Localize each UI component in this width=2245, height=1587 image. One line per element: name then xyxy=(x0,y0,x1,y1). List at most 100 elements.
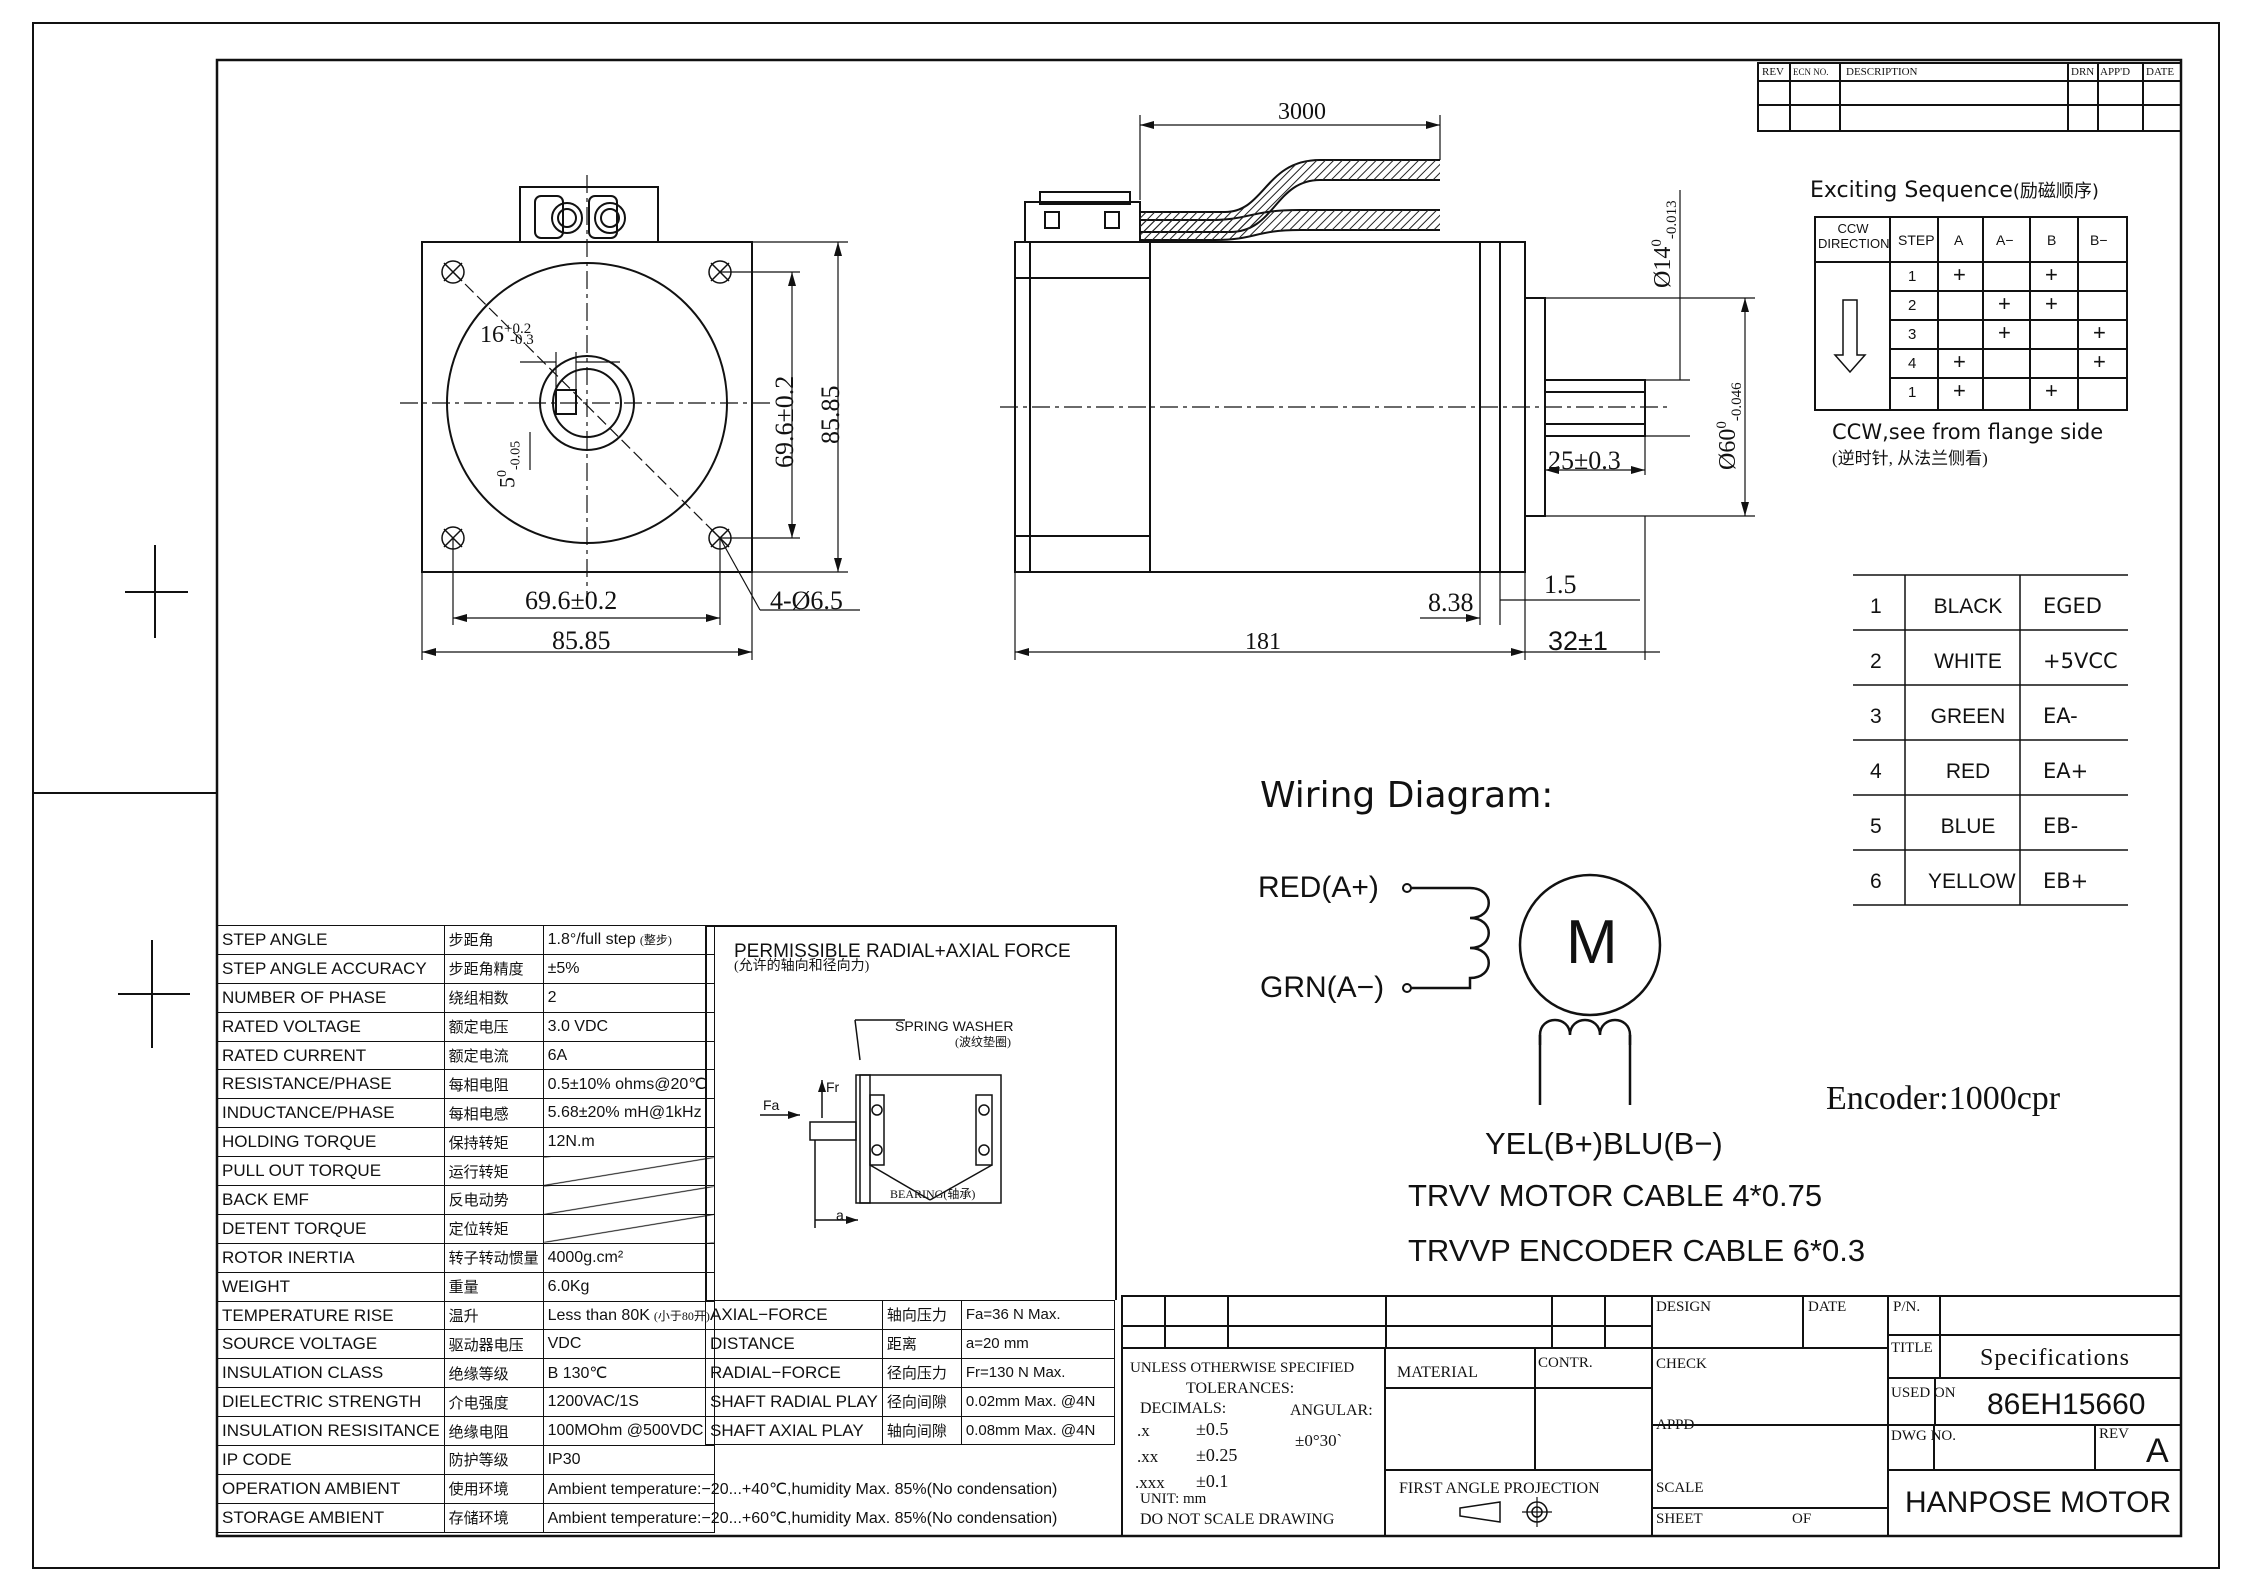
ccw-note: CCW,see from flange side xyxy=(1832,420,2104,444)
spec-value-text: 6.0Kg xyxy=(547,1277,590,1295)
spec-value: 100MOhm @500VDC xyxy=(542,1416,715,1447)
rev-header: REV xyxy=(1762,66,1784,78)
dim-pilot-diameter: Ø600-0.046 xyxy=(1714,382,1745,470)
spec-name-cn: 使用环境 xyxy=(443,1473,544,1504)
force-name: SHAFT AXIAL PLAY xyxy=(705,1415,883,1446)
dim-shaft-length: 32±1 xyxy=(1548,626,1608,656)
force-value: Fa=36 N Max. xyxy=(960,1300,1116,1330)
spec-name: STORAGE AMBIENT xyxy=(217,1502,445,1533)
front-view xyxy=(400,175,860,660)
spec-name-cn: 反电动势 xyxy=(443,1185,544,1215)
date-header: DATE xyxy=(2146,66,2175,78)
angular-value: ±0°30` xyxy=(1295,1431,1343,1450)
spec-name: DIELECTRIC STRENGTH xyxy=(217,1387,445,1418)
spec-value-text: B 130℃ xyxy=(547,1365,608,1383)
angular-label: ANGULAR: xyxy=(1290,1402,1373,1419)
force-name-cn: 轴向压力 xyxy=(881,1300,962,1330)
wire-signal: EB- xyxy=(2043,814,2079,838)
spec-name-cn: 额定电压 xyxy=(443,1011,544,1042)
a-header: A xyxy=(1954,232,1964,248)
spec-name: RESISTANCE/PHASE xyxy=(217,1069,445,1100)
spec-value-text: 4000g.cm² xyxy=(547,1248,624,1266)
dim-mounting-holes: 4-Ø6.5 xyxy=(770,586,843,615)
sequence-step: 1 xyxy=(1908,384,1917,401)
sequence-cell: + xyxy=(2045,262,2058,287)
spec-name: HOLDING TORQUE xyxy=(217,1127,445,1158)
spec-name-cn: 绕组相数 xyxy=(443,982,544,1013)
exciting-sequence-title: Exciting Sequence(励磁顺序) xyxy=(1810,178,2099,203)
spec-value-text: 6A xyxy=(547,1046,568,1064)
spec-name-cn: 温升 xyxy=(443,1300,544,1331)
spec-name: STEP ANGLE xyxy=(217,925,445,955)
spec-name: OPERATION AMBIENT xyxy=(217,1473,445,1504)
dim-flat: 50-0.05 xyxy=(494,440,524,488)
date-label: DATE xyxy=(1808,1299,1847,1315)
spec-value-text: Ambient temperature:−20...+40℃,humidity … xyxy=(547,1480,1058,1498)
wire-yel-blu-label: YEL(B+)BLU(B−) xyxy=(1485,1126,1723,1161)
projection-label: FIRST ANGLE PROJECTION xyxy=(1399,1480,1600,1497)
wire-number: 4 xyxy=(1870,760,1882,783)
sheet-label: SHEET xyxy=(1656,1511,1703,1527)
spec-value: 6.0Kg xyxy=(542,1271,715,1302)
spec-name: IP CODE xyxy=(217,1445,445,1475)
material-label: MATERIAL xyxy=(1397,1364,1478,1381)
spec-name-cn: 绝缘电阻 xyxy=(443,1416,544,1447)
spec-name-cn: 存储环境 xyxy=(443,1502,544,1533)
sequence-step: 1 xyxy=(1908,268,1917,285)
wire-grn-label: GRN(A−) xyxy=(1260,971,1385,1004)
force-value: 0.08mm Max. @4N xyxy=(960,1415,1116,1446)
force-value: Fr=130 N Max. xyxy=(960,1357,1116,1388)
dim-shaft-diameter: Ø140-0.013 xyxy=(1649,200,1680,288)
spec-name: PULL OUT TORQUE xyxy=(217,1156,445,1187)
wire-color: RED xyxy=(1945,760,1991,783)
spec-value: 12N.m xyxy=(542,1127,715,1158)
spec-name: INDUCTANCE/PHASE xyxy=(217,1098,445,1129)
spec-name-cn: 转子转动惯量 xyxy=(443,1242,544,1273)
description-header: DESCRIPTION xyxy=(1846,66,1918,78)
encoder-wire-grid xyxy=(1853,574,2128,906)
title-value: Specifications xyxy=(1980,1345,2130,1371)
force-name-cn: 轴向间隙 xyxy=(881,1415,962,1446)
spec-value: B 130℃ xyxy=(542,1358,715,1389)
spec-value-text: 3.0 VDC xyxy=(547,1017,609,1035)
exciting-sequence-grid xyxy=(1814,216,2128,411)
dwg-no-label: DWG NO. xyxy=(1891,1428,1956,1444)
fa-label: Fa xyxy=(763,1097,780,1113)
spec-value xyxy=(542,1185,715,1215)
spec-name: DETENT TORQUE xyxy=(217,1213,445,1244)
dim-body-vertical: 85.85 xyxy=(816,385,845,445)
spec-name-cn: 绝缘等级 xyxy=(443,1358,544,1389)
spec-name: RATED VOLTAGE xyxy=(217,1011,445,1042)
sequence-cell: + xyxy=(2045,291,2058,316)
ccw-direction-header: CCW DIRECTION xyxy=(1818,221,1890,251)
contr-label: CONTR. xyxy=(1538,1355,1593,1371)
sequence-cell: + xyxy=(2045,378,2058,403)
wiring-schematic xyxy=(1402,873,1662,1105)
sequence-cell: + xyxy=(1953,378,1966,403)
tol-xx-value: ±0.25 xyxy=(1196,1445,1238,1465)
wire-number: 5 xyxy=(1870,815,1882,838)
spec-value-cn: (整步) xyxy=(639,932,672,947)
of-label: OF xyxy=(1792,1511,1812,1527)
spec-value xyxy=(542,1156,715,1187)
spec-value: Ambient temperature:−20...+60℃,humidity … xyxy=(542,1502,1057,1533)
tol-xxx-label: .xxx xyxy=(1135,1473,1165,1492)
force-name: SHAFT RADIAL PLAY xyxy=(705,1386,883,1417)
wire-color: BLUE xyxy=(1940,815,1996,838)
spec-value-text: ±5% xyxy=(547,959,580,977)
model-number: 86EH15660 xyxy=(1987,1388,2146,1421)
force-name-cn: 径向压力 xyxy=(881,1357,962,1388)
sequence-step: 2 xyxy=(1908,297,1917,314)
spec-name-cn: 额定电流 xyxy=(443,1040,544,1071)
